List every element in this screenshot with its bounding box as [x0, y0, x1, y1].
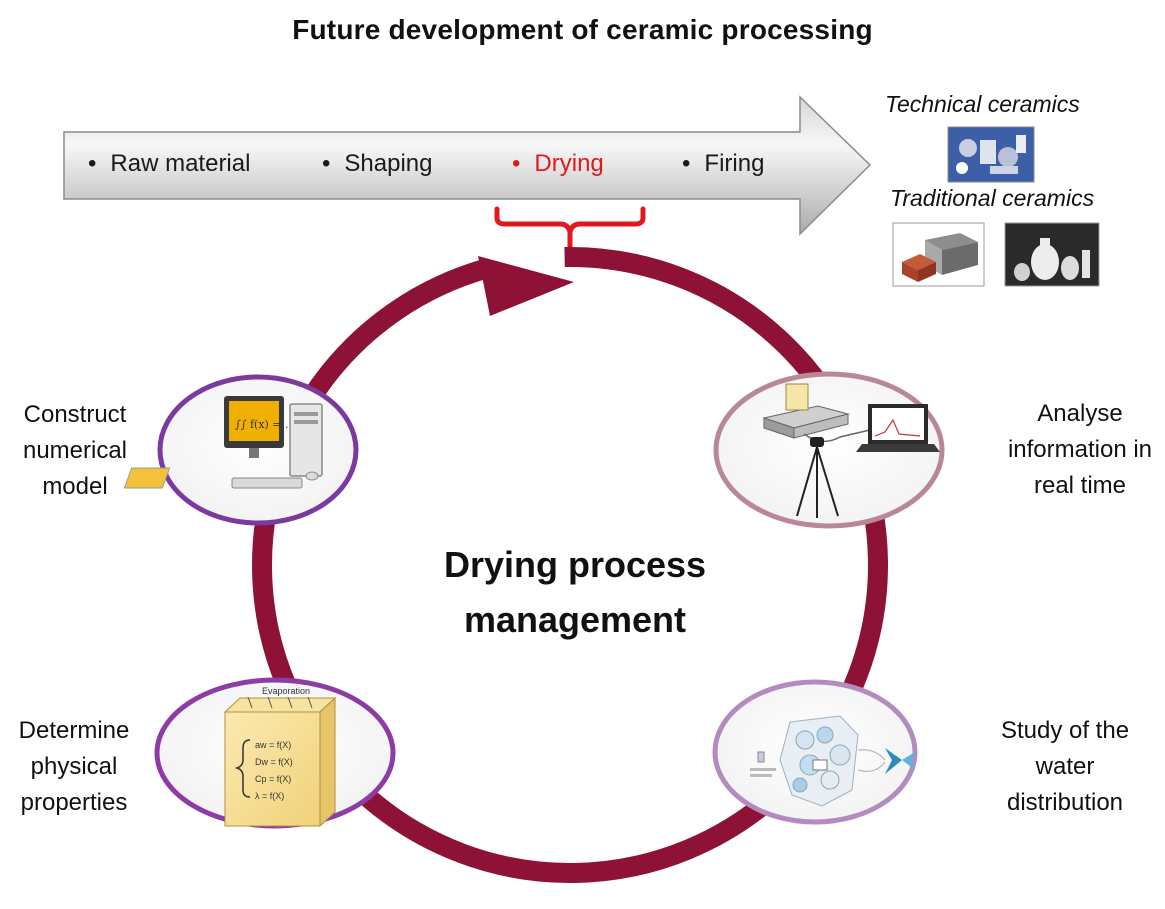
- label-water-distribution: Study of the water distribution: [1000, 717, 1130, 816]
- technical-ceramics-label: Technical ceramics: [885, 91, 1080, 117]
- computer-icon: ∫∫ f(x) = ...: [123, 396, 323, 489]
- balance-laptop-icon: [762, 383, 940, 518]
- center-label: Drying process management: [443, 544, 707, 640]
- porcelain-image: [1004, 222, 1100, 287]
- step-shaping: •Shaping: [322, 150, 433, 177]
- traditional-ceramics-label: Traditional ceramics: [890, 185, 1095, 211]
- cube-icon: Evaporation aw = f(X) Dw = f(X) Cp = f(X…: [223, 686, 337, 828]
- diagram-title: Future development of ceramic processing: [292, 14, 873, 45]
- svg-text:Evaporation: Evaporation: [262, 686, 310, 696]
- label-determine-properties: Determine physical properties: [18, 717, 130, 816]
- step-firing: •Firing: [682, 150, 765, 177]
- equation-dw: Dw = f(X): [255, 757, 293, 767]
- label-construct-model: Construct numerical model: [22, 401, 128, 500]
- label-analyse-real-time: Analyse information in real time: [1007, 400, 1153, 499]
- equation-aw: aw = f(X): [255, 740, 291, 750]
- drying-bracket: [494, 206, 646, 259]
- technical-ceramics-image: [947, 126, 1035, 183]
- step-raw-material: •Raw material: [88, 150, 251, 177]
- step-drying: •Drying: [512, 150, 604, 177]
- pore-structure-icon: [750, 715, 915, 807]
- cycle-ring: [251, 246, 888, 883]
- svg-text:∫∫ f(x) = ...: ∫∫ f(x) = ...: [235, 418, 296, 431]
- equation-lambda: λ = f(X): [255, 791, 284, 801]
- brick-image: [892, 222, 985, 287]
- equation-cp: Cp = f(X): [255, 774, 291, 784]
- process-arrow: [63, 95, 872, 236]
- cycle-arrowhead: [478, 256, 574, 316]
